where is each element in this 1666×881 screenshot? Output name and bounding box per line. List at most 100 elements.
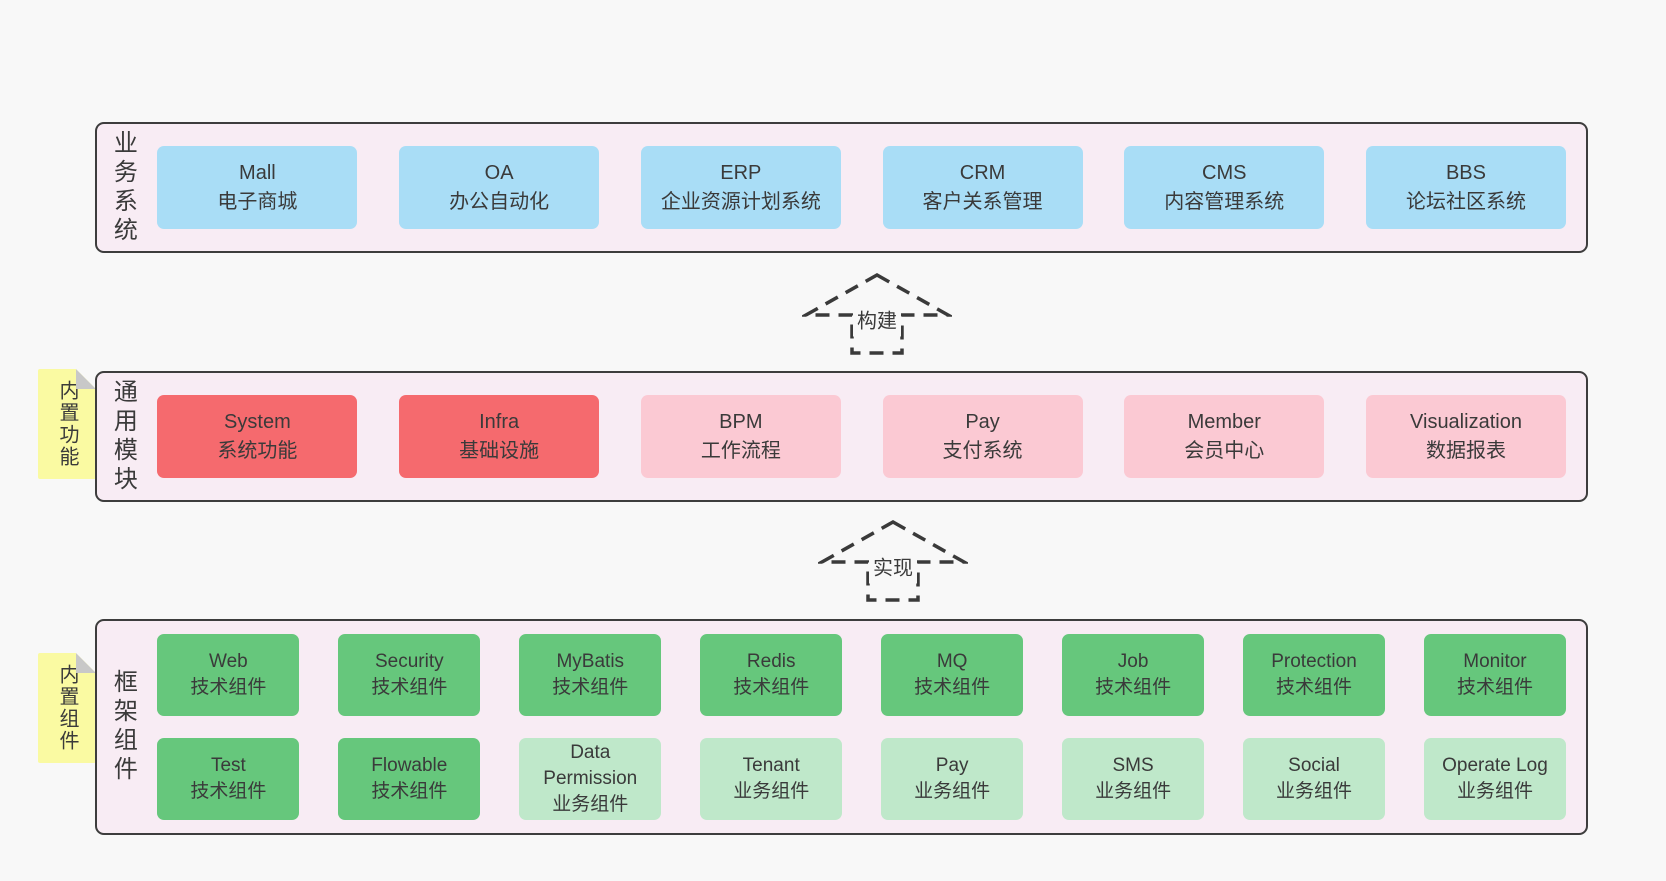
box-description: 客户关系管理 — [922, 190, 1043, 213]
box-description: 技术组件 — [190, 781, 267, 802]
box-name: Redis — [746, 651, 796, 673]
box-name: Flowable — [371, 755, 448, 777]
box-description: 业务组件 — [733, 781, 810, 802]
box-description: 技术组件 — [371, 677, 448, 698]
box-name: CRM — [959, 161, 1006, 184]
up-block-arrow-icon — [802, 272, 952, 355]
box-name: Operate Log — [1442, 755, 1548, 777]
box-description: 业务组件 — [914, 781, 991, 802]
box-name: Job — [1117, 651, 1149, 673]
layer-common-modules: 通用模块 System 系统功能 Infra 基础设施 BPM 工作流程 Pay 支付系统 Me… — [95, 371, 1588, 502]
box-test: Test 技术组件 — [157, 738, 300, 820]
box-description: 系统功能 — [217, 439, 298, 462]
box-name: BBS — [1445, 161, 1486, 184]
box-visualization: Visualization 数据报表 — [1365, 395, 1566, 478]
box-description: 数据报表 — [1425, 439, 1506, 462]
box-bbs: BBS 论坛社区系统 — [1365, 146, 1566, 229]
box-tenant: Tenant 业务组件 — [700, 738, 843, 820]
box-name: Social — [1288, 755, 1340, 777]
box-security: Security 技术组件 — [338, 634, 481, 716]
box-monitor: Monitor 技术组件 — [1423, 634, 1566, 716]
box-description: 基础设施 — [459, 439, 540, 462]
business-systems-row: Mall 电子商城 OA 办公自动化 ERP 企业资源计划系统 CRM 客户关系管理 CMS 内容… — [157, 146, 1566, 229]
box-description: 业务组件 — [1095, 781, 1172, 802]
box-job: Job 技术组件 — [1062, 634, 1205, 716]
box-mq: MQ 技术组件 — [881, 634, 1024, 716]
box-description: 技术组件 — [190, 677, 267, 698]
box-name: Visualization — [1410, 410, 1522, 433]
up-block-arrow-icon — [818, 519, 968, 602]
box-name: Member — [1187, 410, 1261, 433]
box-name: BPM — [719, 410, 763, 433]
box-name: Pay — [965, 410, 1000, 433]
box-description: 业务组件 — [1276, 781, 1353, 802]
arrow-build: 构建 — [802, 272, 952, 356]
box-name: Web — [209, 651, 248, 673]
box-erp: ERP 企业资源计划系统 — [640, 146, 841, 229]
box-description: 论坛社区系统 — [1405, 190, 1526, 213]
box-description: 支付系统 — [942, 439, 1023, 462]
box-protection: Protection 技术组件 — [1243, 634, 1386, 716]
box-pay: Pay 支付系统 — [882, 395, 1083, 478]
box-description: 技术组件 — [371, 781, 448, 802]
box-oa: OA 办公自动化 — [399, 146, 600, 229]
box-description: 业务组件 — [1456, 781, 1533, 802]
layer-label-business-systems: 业务系统 — [109, 129, 137, 246]
arrow-implement-label: 实现 — [869, 548, 917, 584]
box-name: Security — [375, 651, 444, 673]
common-modules-row: System 系统功能 Infra 基础设施 BPM 工作流程 Pay 支付系统 Member 会… — [157, 395, 1566, 478]
box-name: MyBatis — [556, 651, 625, 673]
box-name: Mall — [239, 161, 276, 184]
box-description: 工作流程 — [700, 439, 781, 462]
sticky-note-builtin-components-label: 内置组件 — [56, 664, 78, 752]
arrow-build-label: 构建 — [853, 301, 901, 337]
box-crm: CRM 客户关系管理 — [882, 146, 1083, 229]
box-system: System 系统功能 — [157, 395, 358, 478]
box-web: Web 技术组件 — [157, 634, 300, 716]
box-name: Protection — [1271, 651, 1357, 673]
box-description: 企业资源计划系统 — [660, 190, 821, 213]
box-name: Monitor — [1463, 651, 1527, 673]
box-name: CMS — [1202, 161, 1247, 184]
layer-business-systems: 业务系统 Mall 电子商城 OA 办公自动化 ERP 企业资源计划系统 CRM 客户关系管理… — [95, 122, 1588, 253]
arrow-implement: 实现 — [818, 519, 968, 603]
box-redis: Redis 技术组件 — [700, 634, 843, 716]
box-description: 内容管理系统 — [1164, 190, 1285, 213]
box-name: Test — [210, 755, 246, 777]
box-name: OA — [484, 161, 514, 184]
box-name: MQ — [936, 651, 968, 673]
box-mybatis: MyBatis 技术组件 — [519, 634, 662, 716]
box-description: 技术组件 — [552, 677, 629, 698]
box-name: ERP — [720, 161, 762, 184]
box-cms: CMS 内容管理系统 — [1124, 146, 1325, 229]
box-description: 会员中心 — [1184, 439, 1265, 462]
layer-label-common-modules: 通用模块 — [109, 378, 137, 495]
box-description: 技术组件 — [1276, 677, 1353, 698]
box-description: 技术组件 — [914, 677, 991, 698]
box-description: 业务组件 — [552, 793, 629, 815]
box-mall: Mall 电子商城 — [157, 146, 358, 229]
box-name: Tenant — [742, 755, 800, 777]
sticky-note-builtin-components: 内置组件 — [38, 653, 96, 763]
box-name: Infra — [479, 410, 520, 433]
box-infra: Infra 基础设施 — [399, 395, 600, 478]
box-flowable: Flowable 技术组件 — [338, 738, 481, 820]
layer-label-framework-components: 框架组件 — [109, 669, 137, 785]
box-description: 技术组件 — [733, 677, 810, 698]
box-name: System — [224, 410, 291, 433]
box-description: 技术组件 — [1456, 677, 1533, 698]
sticky-note-builtin-features: 内置功能 — [38, 369, 96, 479]
box-member: Member 会员中心 — [1124, 395, 1325, 478]
box-operate-log: Operate Log 业务组件 — [1423, 738, 1566, 820]
box-description: 技术组件 — [1095, 677, 1172, 698]
box-description: 电子商城 — [217, 190, 298, 213]
box-social: Social 业务组件 — [1243, 738, 1386, 820]
box-description: 办公自动化 — [449, 190, 550, 213]
